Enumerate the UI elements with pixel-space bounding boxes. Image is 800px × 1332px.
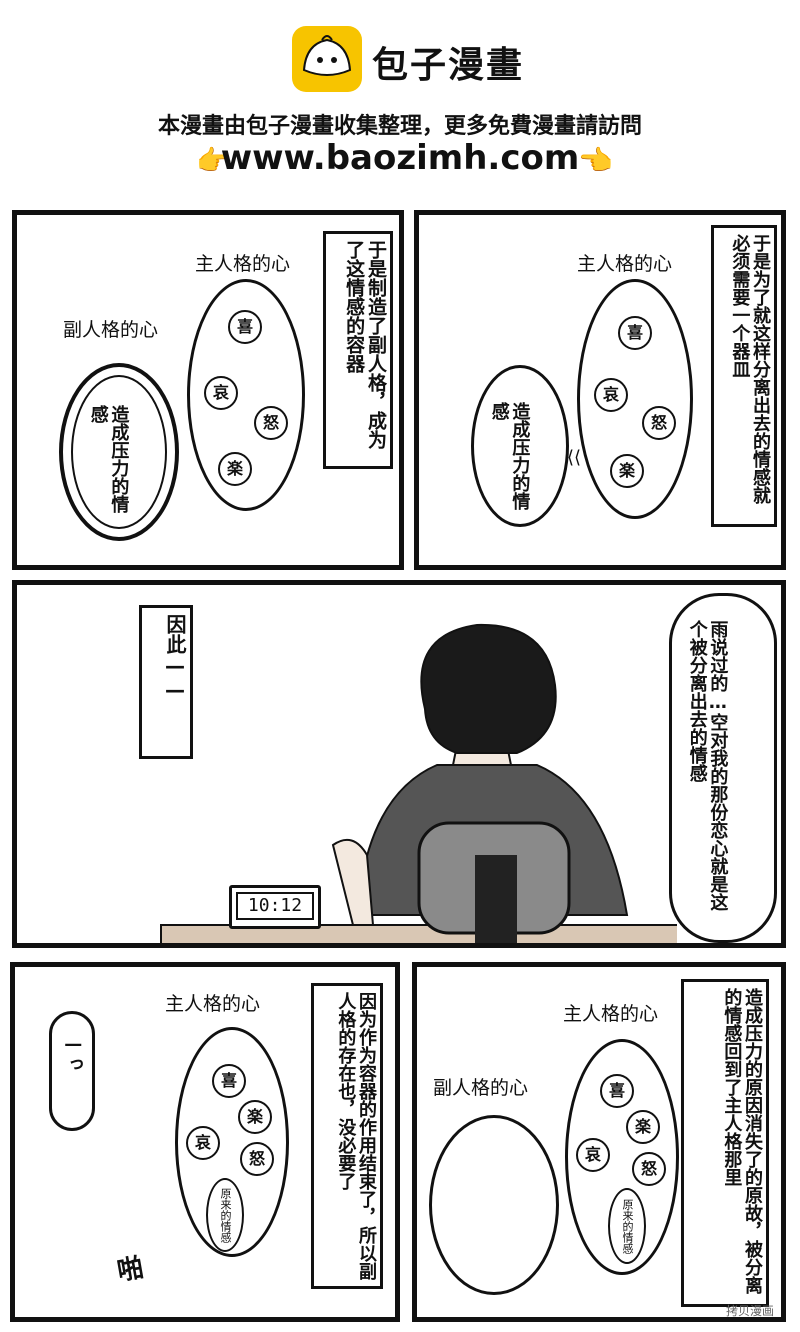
narration-box: 因此——	[139, 605, 193, 759]
pointing-hand-icon: 👈	[578, 144, 613, 177]
comic-panel-5: 主人格的心 副人格的心 喜 楽 哀 怒 原来的情感 造成压力的原因消失了的原故，…	[412, 962, 786, 1322]
pointing-hand-icon: 👉	[196, 144, 231, 177]
watermark: 拷贝漫画	[726, 1304, 775, 1318]
header-url-link[interactable]: www.baozimh.com	[220, 138, 580, 178]
emotion-pleasure: 楽	[610, 454, 644, 488]
emotion-sorrow: 哀	[594, 378, 628, 412]
emotion-joy: 喜	[228, 310, 262, 344]
main-personality-heart: 喜 哀 怒 楽	[577, 279, 693, 519]
emotion-anger: 怒	[254, 406, 288, 440]
motion-lines: ⟨⟨	[567, 447, 582, 468]
emotion-pleasure: 楽	[218, 452, 252, 486]
original-emotion: 原来的情感	[206, 1178, 244, 1252]
comic-panel-4: 主人格的心 —っ 啪 喜 楽 哀 怒 原来的情感 因为作为容器的作用结束了，所以…	[10, 962, 400, 1322]
desk-clock: 10:12	[229, 885, 321, 929]
gasp-text: —っ	[62, 1034, 84, 1073]
emotion-sorrow: 哀	[576, 1138, 610, 1172]
emotion-anger: 怒	[240, 1142, 274, 1176]
emotion-joy: 喜	[618, 316, 652, 350]
narration-box: 于是为了就这样分离出去的情感就必须需要一个器皿	[711, 225, 777, 527]
sub-heart-label: 副人格的心	[433, 1077, 529, 1099]
gasp-bubble: —っ	[49, 1011, 95, 1131]
emotion-joy: 喜	[600, 1074, 634, 1108]
main-heart-label: 主人格的心	[165, 993, 261, 1015]
comic-panel-2: 主人格的心 造成压力的情感 ⟨⟨ 喜 哀 怒 楽 于是为了就这样分离出去的情感就…	[414, 210, 786, 570]
sub-heart-text: 造成压力的情感	[87, 405, 130, 513]
sub-heart-text: 造成压力的情感	[488, 402, 531, 510]
emotion-anger: 怒	[642, 406, 676, 440]
narration-box: 于是制造了副人格，成为了这情感的容器	[323, 231, 393, 469]
emotion-sorrow: 哀	[204, 376, 238, 410]
sub-personality-heart: 造成压力的情感	[471, 365, 569, 527]
emotion-joy: 喜	[212, 1064, 246, 1098]
header-notice: 本漫畫由包子漫畫收集整理，更多免費漫畫請訪問	[157, 114, 642, 139]
main-heart-label: 主人格的心	[563, 1003, 659, 1025]
clock-display: 10:12	[236, 892, 314, 920]
main-heart-label: 主人格的心	[195, 253, 291, 275]
main-personality-heart: 喜 哀 怒 楽	[187, 279, 305, 511]
brand-logo-icon	[292, 26, 362, 92]
narration-box: 造成压力的原因消失了的原故，被分离的情感回到了主人格那里	[681, 979, 769, 1307]
main-personality-heart: 喜 楽 哀 怒 原来的情感	[565, 1039, 679, 1275]
sound-effect: 啪	[115, 1252, 146, 1287]
original-emotion: 原来的情感	[608, 1188, 646, 1264]
emotion-sorrow: 哀	[186, 1126, 220, 1160]
emotion-anger: 怒	[632, 1152, 666, 1186]
speech-text: 雨说过的…空对我的那份恋心就是这个被分离出去的情感	[686, 620, 729, 911]
emotion-pleasure: 楽	[238, 1100, 272, 1134]
speech-bubble: 雨说过的…空对我的那份恋心就是这个被分离出去的情感	[669, 593, 777, 943]
empty-sub-personality-heart	[429, 1115, 559, 1295]
main-heart-label: 主人格的心	[577, 253, 673, 275]
narration-box: 因为作为容器的作用结束了，所以副人格的存在也，没必要了	[311, 983, 383, 1289]
sub-personality-heart: 造成压力的情感	[59, 363, 179, 541]
emotion-pleasure: 楽	[626, 1110, 660, 1144]
character-at-desk-illustration	[160, 623, 677, 943]
sub-heart-label: 副人格的心	[63, 319, 159, 341]
comic-panel-1: 主人格的心 副人格的心 造成压力的情感 喜 哀 怒 楽 于是制造了副人格，成为了…	[12, 210, 404, 570]
comic-panel-3: 因此—— 10:12 雨说过的…空对我的那份恋心就是这个被分离出去的情感	[12, 580, 786, 948]
main-personality-heart: 喜 楽 哀 怒 原来的情感	[175, 1027, 289, 1257]
brand-title: 包子漫畫	[372, 45, 525, 86]
